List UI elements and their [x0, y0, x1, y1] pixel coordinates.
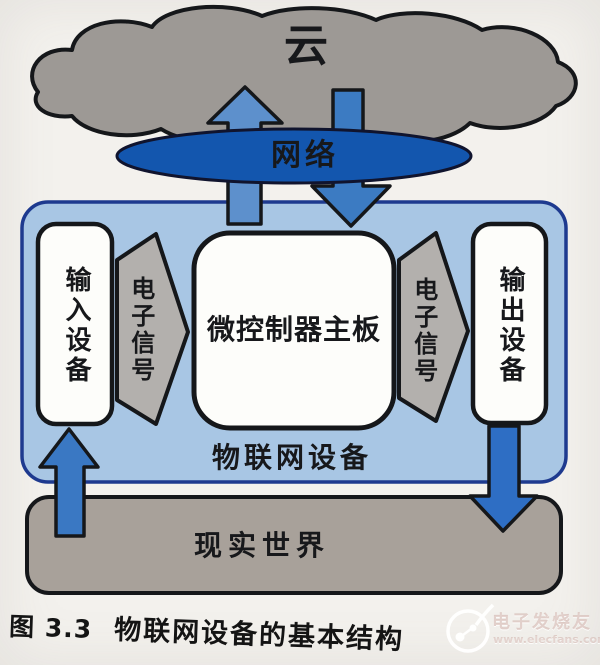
down-arrow-to-world	[468, 424, 539, 533]
watermark-site: www.elecfans.com	[493, 633, 600, 646]
watermark-logo-icon	[446, 603, 495, 653]
real-world-box	[25, 495, 563, 595]
input-device-label: 输入设备	[60, 266, 91, 386]
signal-right-label: 电子信号	[409, 277, 438, 385]
output-device-panel	[470, 221, 549, 426]
iot-device-label: 物联网设备	[211, 440, 373, 474]
signal-arrow-left	[115, 232, 190, 426]
up-arrow-from-world	[38, 427, 100, 538]
figure-number: 图 3.3	[8, 611, 93, 644]
network-ellipse	[115, 127, 473, 185]
signal-left-label: 电子信号	[126, 276, 155, 384]
output-device-label: 输出设备	[494, 266, 525, 386]
watermark-brand: 电子发烧友	[492, 612, 592, 633]
network-label: 网络	[271, 137, 339, 173]
real-world-label: 现实世界	[193, 528, 331, 562]
cloud-label: 云	[284, 20, 328, 72]
signal-arrow-right	[397, 231, 470, 423]
mcu-panel	[191, 230, 397, 431]
input-device-panel	[35, 221, 115, 427]
mcu-label: 微控制器主板	[206, 312, 382, 346]
